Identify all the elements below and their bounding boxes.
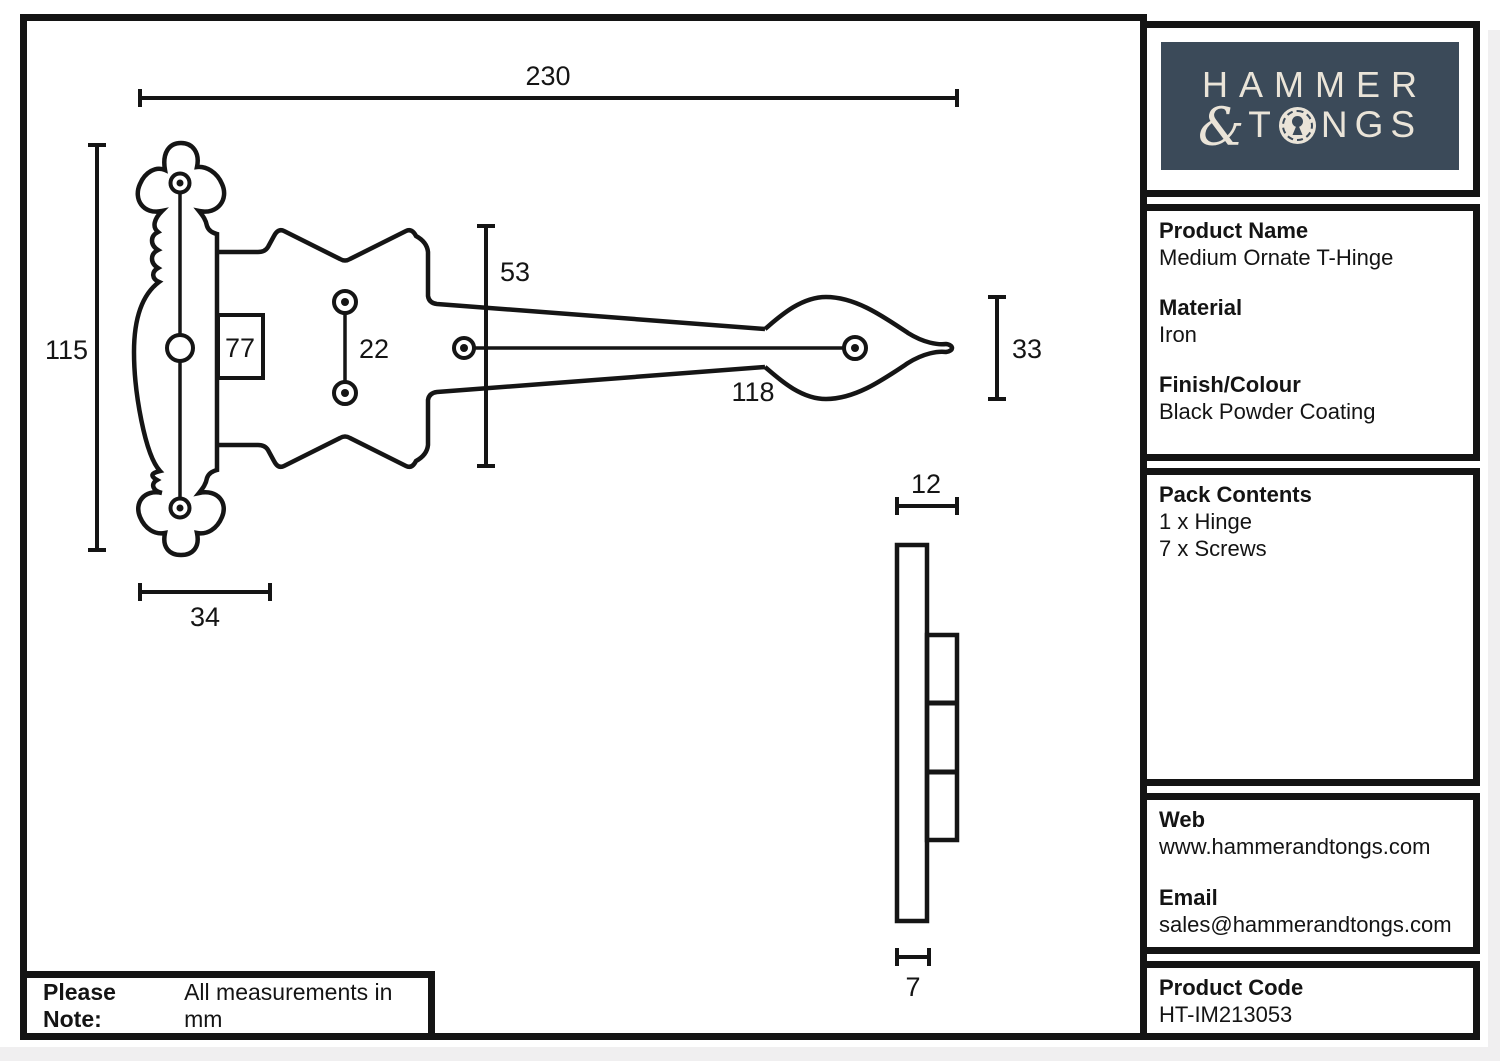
email-label: Email — [1159, 885, 1218, 910]
email-value: sales@hammerandtongs.com — [1159, 912, 1452, 937]
pack-contents-panel: Pack Contents 1 x Hinge 7 x Screws — [1140, 468, 1480, 786]
note-text: All measurements in mm — [184, 978, 393, 1032]
page-edge-shadow — [1488, 30, 1500, 1061]
dim-118: 118 — [731, 377, 774, 407]
dim-7: 7 — [905, 972, 920, 1002]
knuckle-box — [216, 313, 265, 380]
web-value: www.hammerandtongs.com — [1159, 834, 1431, 859]
logo-t: T — [1248, 104, 1278, 145]
strap-bottom-edge — [217, 364, 766, 470]
dim-33: 33 — [1012, 334, 1042, 364]
dim-230: 230 — [525, 61, 570, 91]
dimension-labels: 230 115 53 77 22 118 33 34 12 7 — [45, 61, 1042, 1002]
page-edge-shadow — [0, 1047, 1500, 1061]
product-code-label: Product Code — [1159, 975, 1304, 1000]
drawing-frame — [20, 14, 1147, 1040]
dim-53: 53 — [500, 257, 530, 287]
dimension-lines — [88, 89, 1006, 966]
product-code-value: HT-IM213053 — [1159, 1002, 1293, 1027]
hammer-and-tongs-logo: HAMMER & T NGS — [1161, 42, 1459, 170]
pack-item: 7 x Screws — [1159, 536, 1267, 561]
contact-panel: Web www.hammerandtongs.com Email sales@h… — [1140, 793, 1480, 954]
measurement-note: Please Note: All measurements in mm — [20, 971, 435, 1040]
dim-115: 115 — [45, 335, 88, 365]
dim-34: 34 — [190, 602, 220, 632]
logo-line1: HAMMER — [1202, 64, 1428, 105]
dim-12: 12 — [911, 469, 941, 499]
logo-ngs: NGS — [1320, 104, 1423, 145]
strap-top-edge — [217, 227, 766, 332]
product-name-value: Medium Ornate T-Hinge — [1159, 245, 1394, 270]
logo-panel: HAMMER & T NGS — [1140, 21, 1480, 197]
pack-item: 1 x Hinge — [1159, 509, 1252, 534]
product-code-panel: Product Code HT-IM213053 — [1140, 961, 1480, 1040]
keyhole-icon — [1278, 106, 1316, 144]
material-value: Iron — [1159, 322, 1197, 347]
side-view-knuckle — [924, 632, 960, 843]
logo-line2: & T NGS — [1197, 98, 1423, 158]
dim-77: 77 — [225, 333, 255, 363]
product-name-label: Product Name — [1159, 218, 1309, 243]
dim-22: 22 — [359, 334, 389, 364]
product-info-panel: Product Name Medium Ornate T-Hinge Mater… — [1140, 204, 1480, 461]
finish-value: Black Powder Coating — [1159, 399, 1376, 424]
web-label: Web — [1159, 807, 1206, 832]
material-label: Material — [1159, 295, 1243, 320]
pack-contents-label: Pack Contents — [1159, 482, 1312, 507]
logo-ampersand: & — [1197, 98, 1245, 158]
finish-label: Finish/Colour — [1159, 372, 1301, 397]
screw-hole-dots — [176, 179, 859, 512]
note-label: Please Note: — [43, 978, 116, 1032]
